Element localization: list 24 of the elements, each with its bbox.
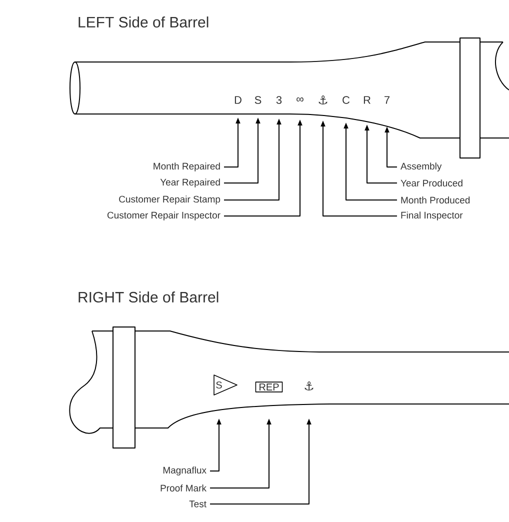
part-label: Test — [189, 500, 206, 508]
stamp-mark: D — [234, 96, 242, 104]
stamp-mark: C — [342, 96, 350, 104]
part-label: Final Inspector — [401, 212, 463, 220]
stamp-mark: R — [364, 96, 370, 104]
stamp-mark: ⚓ — [318, 96, 328, 104]
part-label: Month Produced — [401, 196, 470, 204]
stamp-mark: 7 — [384, 96, 390, 104]
stamp-mark: ⚓ — [304, 382, 314, 390]
stamp-mark: S — [214, 374, 238, 396]
stamp-mark: 3 — [276, 96, 282, 104]
part-label: Year Produced — [400, 180, 462, 186]
part-label: Magnaflux — [163, 466, 206, 476]
part-label: Assembly — [400, 162, 442, 172]
part-label: Customer Repair Stamp — [119, 196, 220, 204]
part-label: Month Repaired — [154, 162, 220, 172]
stamp-mark: ∞ — [296, 97, 304, 102]
stamp-mark: S — [254, 96, 262, 104]
part-label: Customer Repair Inspector — [107, 212, 220, 220]
heading: LEFT Side of Barrel — [78, 16, 208, 28]
part-label: Proof Mark — [160, 484, 206, 492]
stamp-mark: REP — [255, 382, 283, 392]
part-label: Year Repaired — [160, 178, 220, 188]
heading: RIGHT Side of Barrel — [78, 292, 218, 302]
